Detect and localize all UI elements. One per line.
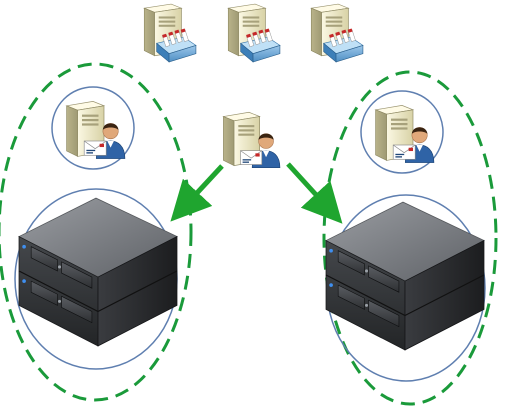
cluster-left-boundary (0, 62, 193, 402)
cluster-right-mail-user-server-icon (375, 104, 435, 164)
cluster-right-rack-server-stack-icon (325, 201, 485, 351)
cluster-left-node-circle (51, 86, 135, 170)
mail-server-icon-3 (310, 3, 364, 63)
center-mail-user-server-icon (222, 111, 281, 169)
cluster-left-rack-server-stack-icon (18, 197, 178, 347)
top-mail-servers (143, 3, 364, 63)
arrow-to-left-cluster (170, 164, 224, 222)
edges (170, 162, 343, 224)
mail-server-icon-2 (227, 3, 281, 63)
mail-server-icon-1 (143, 3, 197, 63)
cluster-right-node-circle (360, 90, 444, 174)
cluster-left-mail-user-server-icon (66, 100, 126, 160)
cluster-left (0, 62, 193, 402)
arrow-to-right-cluster (286, 162, 343, 224)
cluster-right (322, 70, 498, 406)
cluster-right-boundary (322, 70, 498, 406)
